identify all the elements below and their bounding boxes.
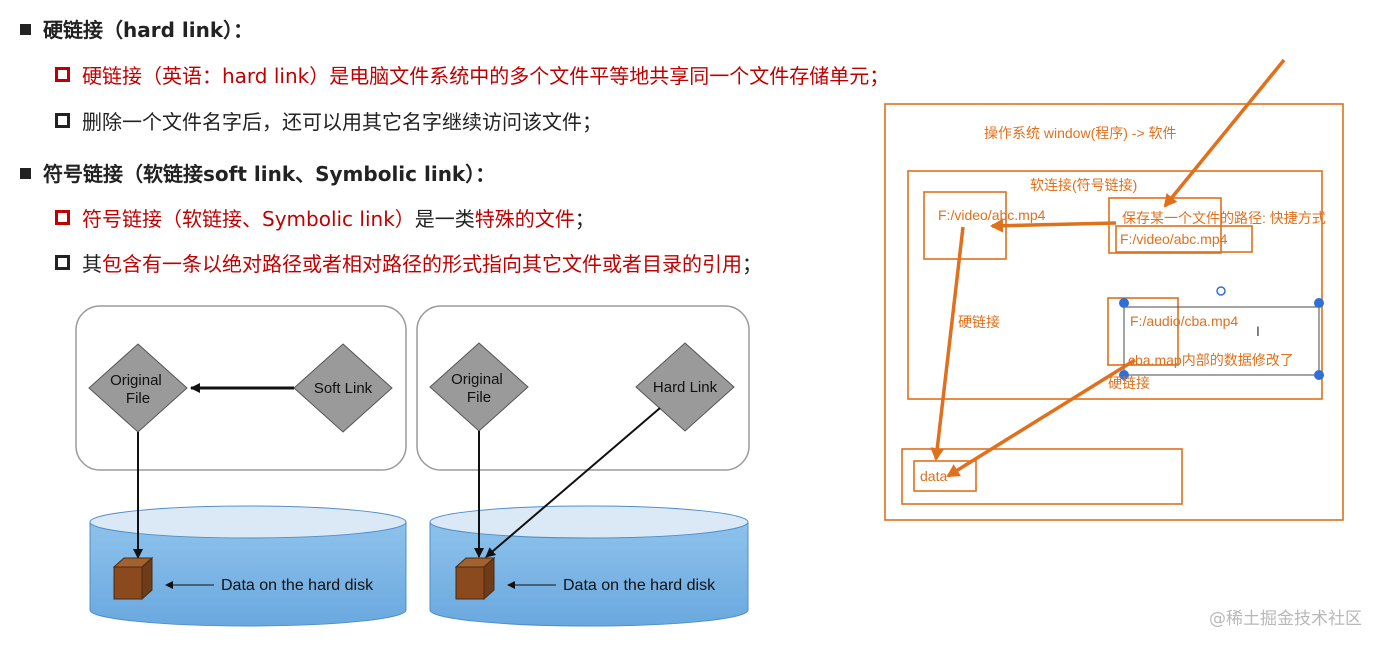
svg-text:Original File: Original File: [451, 371, 507, 406]
shortcut-path-box: [1115, 225, 1253, 253]
disk-top: [429, 505, 749, 539]
symbolic-link-definition: 符号链接（软链接、Symbolic link）是一类特殊的文件；: [55, 203, 595, 232]
hard-link-container: [416, 305, 750, 471]
hard-link-label: 硬链接: [1108, 375, 1150, 391]
soft-link-title: 软连接(符号链接): [1030, 177, 1137, 193]
watermark: @稀土掘金技术社区: [1209, 609, 1362, 629]
soft-link-diamond: [293, 343, 393, 433]
file2-to-data-arrow: [946, 358, 1136, 478]
modified-note: cba.map内部的数据修改了: [1128, 352, 1294, 368]
original-file-label: File: [126, 390, 150, 407]
data-outer-box: [901, 448, 1183, 505]
file2-box: [1107, 297, 1179, 366]
hard-link-label: 硬链接: [958, 314, 1000, 330]
bullet-hollow-square: [55, 67, 70, 82]
disk-cylinder: [89, 522, 407, 627]
link-diagrams: Original File Soft Link Data on the hard…: [75, 305, 750, 627]
data-box: [913, 460, 977, 492]
bullet-square: [20, 168, 31, 179]
pointer-arrow: [1163, 58, 1286, 208]
soft-link-diagram: Original File Soft Link Data on the hard…: [75, 305, 407, 627]
heading-symbolic-link: 符号链接（软链接soft link、Symbolic link）：: [20, 158, 495, 187]
symbolic-link-reference: 其包含有一条以绝对路径或者相对路径的形式指向其它文件或者目录的引用；: [55, 248, 762, 277]
soft-link-box: [907, 170, 1323, 400]
rotate-handle-icon[interactable]: [1216, 286, 1226, 296]
hard-link-diagram: Original File Hard Link Data on the hard…: [416, 305, 750, 627]
file1-path: F:/video/abc.mp4: [938, 207, 1046, 223]
bullet-hollow-square: [55, 113, 70, 128]
os-label: 操作系统 window(程序) -> 软件: [984, 125, 1177, 141]
disk-label: Data on the hard disk: [563, 577, 716, 594]
hard-link-delete-note: 删除一个文件名字后，还可以用其它名字继续访问该文件；: [55, 106, 602, 135]
selection-box[interactable]: [1119, 286, 1324, 380]
shortcut-label: 保存某一个文件的路径: 快捷方式: [1122, 210, 1326, 226]
data-cube: [113, 566, 143, 600]
soft-link-label: Soft Link: [314, 380, 373, 397]
os-box: [884, 103, 1344, 521]
shortcut-to-file-arrow: [990, 218, 1117, 233]
text-cursor-icon: I: [1256, 323, 1260, 339]
hard-link-diamond: [635, 342, 735, 432]
original-file-label: Original: [110, 372, 162, 389]
svg-text:Original File: Original File: [110, 372, 166, 407]
original-file-label: File: [467, 389, 491, 406]
hard-link-definition: 硬链接（英语：hard link）是电脑文件系统中的多个文件平等地共享同一个文件…: [55, 60, 889, 89]
file1-to-data-arrow: [930, 226, 965, 461]
shortcut-path: F:/video/abc.mp4: [1120, 231, 1228, 247]
data-cube: [455, 566, 485, 600]
bullet-hollow-square: [55, 255, 70, 270]
hard-link-label: Hard Link: [653, 379, 718, 396]
os-sketch-diagram: 操作系统 window(程序) -> 软件 软连接(符号链接) F:/video…: [884, 58, 1344, 521]
data-label: data: [920, 468, 947, 484]
hard-link-to-data-arrow: [485, 407, 661, 558]
bullet-square: [20, 24, 31, 35]
bullet-hollow-square: [55, 210, 70, 225]
original-file-label: Original: [451, 371, 503, 388]
disk-top: [89, 505, 407, 539]
file2-path: F:/audio/cba.mp4: [1130, 313, 1238, 329]
disk-label: Data on the hard disk: [221, 577, 374, 594]
disk-cylinder: [429, 522, 749, 627]
heading-hard-link: 硬链接（hard link）：: [20, 14, 253, 43]
